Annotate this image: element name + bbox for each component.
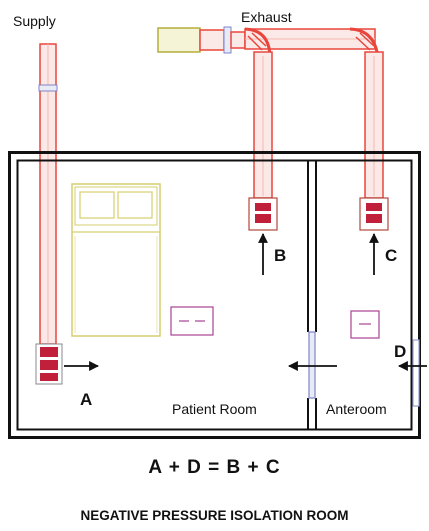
- interior-door: [308, 331, 316, 399]
- airflow-equation: A + D = B + C: [148, 457, 281, 478]
- supply-diffuser: [35, 343, 63, 385]
- exhaust-grille-b: [248, 197, 278, 231]
- exhaust-fan: [157, 27, 201, 53]
- patient-room-fixture: [170, 306, 214, 336]
- anteroom-label: Anteroom: [326, 401, 387, 417]
- anteroom-fixture: [350, 310, 380, 339]
- patient-bed: [71, 183, 161, 337]
- anteroom-door: [412, 339, 420, 407]
- room-walls: [8, 151, 421, 439]
- flow-label-a: A: [80, 390, 92, 409]
- exhaust-duct: [199, 26, 384, 199]
- flow-label-d: D: [394, 342, 406, 361]
- supply-duct: [38, 43, 58, 345]
- flow-label-c: C: [385, 246, 397, 265]
- flow-label-b: B: [274, 246, 286, 265]
- exhaust-label: Exhaust: [241, 9, 292, 25]
- diagram-caption: NEGATIVE PRESSURE ISOLATION ROOM: [80, 508, 349, 523]
- supply-label: Supply: [13, 13, 56, 29]
- exhaust-grille-c: [359, 197, 389, 231]
- patient-room-label: Patient Room: [172, 401, 257, 417]
